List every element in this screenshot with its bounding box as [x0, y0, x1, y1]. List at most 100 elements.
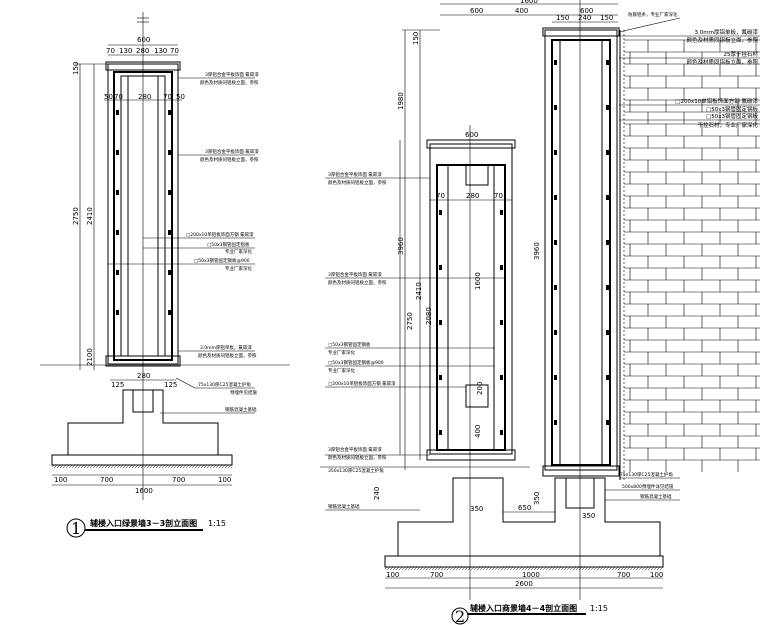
compacted-soil — [52, 465, 232, 468]
dim-text: 350 — [582, 512, 595, 520]
dim-text: 125 — [111, 381, 124, 389]
dim-text: 150 — [412, 32, 420, 45]
section-number-circle — [451, 607, 469, 625]
bolt-mark — [500, 320, 503, 325]
note: □50x3钢管固定钢板@900 — [328, 359, 384, 366]
bolt-mark — [116, 150, 119, 155]
cap-plate — [426, 139, 516, 149]
dim-text: 2410 — [86, 207, 94, 225]
dim-text: 2600 — [515, 580, 533, 588]
bolt-mark — [116, 230, 119, 235]
bolt-mark — [168, 230, 171, 235]
note: 预埋件见结施 — [230, 389, 257, 396]
bolt-mark — [554, 150, 557, 155]
leader-line — [175, 377, 196, 389]
dim-text: 70 — [494, 192, 503, 200]
dim-text: 100 — [218, 476, 231, 484]
bolt-mark — [554, 60, 557, 65]
note: □200x10单铝板饰面方钢 氟碳漆 — [675, 97, 758, 105]
note: 25厚干挂石材 — [724, 50, 759, 58]
section-number: 1 — [71, 519, 81, 538]
bolt-marks — [116, 110, 171, 315]
dim-text: 2750 — [406, 312, 414, 330]
section-2: 1600 600 400 600 150 240 150 600 70 280 … — [320, 0, 760, 625]
bolt-mark — [439, 210, 442, 215]
dim-text: 650 — [518, 504, 531, 512]
bolt-mark — [500, 430, 503, 435]
note: 干挂石材，专业厂家深化 — [697, 121, 758, 129]
note: 钢筋混凝土基础 — [640, 493, 672, 500]
column-outline — [107, 63, 179, 365]
dim-text: 125 — [164, 381, 177, 389]
dim-text: 700 — [617, 571, 630, 579]
dim-text: 600 — [137, 36, 150, 44]
dim-text: 350 — [533, 492, 541, 505]
section-scale: 1:15 — [208, 519, 226, 528]
bolt-marks — [439, 60, 609, 435]
tall-column-frame — [551, 39, 611, 466]
bolt-mark — [439, 320, 442, 325]
dim-text: 130 — [119, 47, 132, 55]
dim-text: 240 — [578, 14, 591, 22]
dim-text: 2750 — [72, 207, 80, 225]
dim-text: 150 — [600, 14, 613, 22]
note: 专业厂家深化 — [225, 265, 252, 272]
bolt-mark — [606, 375, 609, 380]
note: 防腐铝条，专业厂家深化 — [628, 11, 678, 18]
bolt-mark — [168, 190, 171, 195]
bolt-mark — [439, 430, 442, 435]
note: □200x10单铝板饰面方钢 氟碳漆 — [186, 231, 254, 238]
note: 3厚铝合金平板饰面 氟碳漆 — [328, 271, 382, 278]
note: 专业厂家深化 — [328, 349, 355, 356]
dim-text: 1600 — [474, 272, 482, 290]
bolt-mark — [500, 210, 503, 215]
dim-text: 100 — [386, 571, 399, 579]
bolt-mark — [168, 270, 171, 275]
concrete-footing — [397, 477, 661, 557]
note: 专业厂家深化 — [225, 248, 252, 255]
dim-text: 3960 — [397, 237, 405, 255]
note: 颜色及材质同铝板立面，参照 — [328, 179, 387, 186]
dim-text: 70 — [163, 93, 172, 101]
bolt-mark — [606, 330, 609, 335]
bolt-mark — [606, 60, 609, 65]
note: 3.0mm厚铝单板，氟碳漆 — [200, 344, 252, 351]
dim-text: 150 — [72, 62, 80, 75]
note: □50x3钢管固定钢板 — [706, 112, 758, 120]
note: 500x800预埋件详见结施 — [622, 483, 674, 490]
dim-text: 70 — [436, 192, 445, 200]
base-plate — [105, 355, 181, 367]
dim-text: 1000 — [522, 571, 540, 579]
note: 75x130厚C25混凝土护角 — [620, 471, 673, 478]
column-frame — [113, 71, 173, 361]
bolt-mark — [606, 240, 609, 245]
dim-text: 280 — [138, 93, 151, 101]
bolt-mark — [168, 310, 171, 315]
note: 颜色及材质同铝板立面，参照 — [686, 58, 758, 66]
note: 颜色及材质同铝板立面，参照 — [328, 454, 387, 461]
bolt-mark — [554, 420, 557, 425]
note: 75x130厚C25混凝土护角 — [198, 381, 251, 388]
note: 颜色及材质同铝板立面，参照 — [200, 79, 259, 86]
dim-text: 600 — [465, 131, 478, 139]
dim-text: 280 — [466, 192, 479, 200]
note: 3厚铝合金平板饰面 氟碳漆 — [328, 171, 382, 178]
dim-text: 280 — [137, 372, 150, 380]
dim-text: 400 — [474, 425, 482, 438]
dim-text: 1600 — [520, 0, 538, 5]
note: 颜色及材质同铝板立面，参照 — [198, 352, 257, 359]
bolt-mark — [554, 330, 557, 335]
bolt-mark — [168, 150, 171, 155]
gravel-cushion — [51, 454, 233, 466]
dim-text: 70 — [106, 47, 115, 55]
dim-text: 700 — [100, 476, 113, 484]
bolt-mark — [606, 420, 609, 425]
dim-text: 70 — [170, 47, 179, 55]
cap-plate — [542, 27, 620, 37]
note: □50x3钢管固定钢板 — [706, 105, 758, 113]
dim-text: 2080 — [425, 307, 433, 325]
bolt-mark — [606, 105, 609, 110]
dim-text: 200 — [476, 382, 484, 395]
stone-cladding-wall — [619, 30, 760, 480]
note: 3厚铝合金平板饰面 氟碳漆 — [205, 71, 259, 78]
